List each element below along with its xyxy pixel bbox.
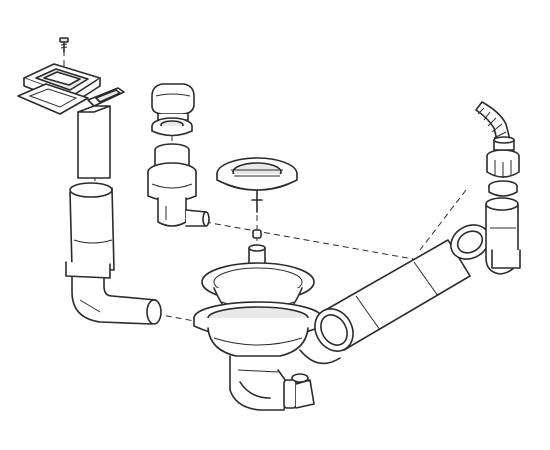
compression-nut [486,149,520,197]
strainer-plug [216,157,298,191]
waste-tee [450,197,521,275]
overflow-seal [17,83,125,115]
overflow-tube-upper [77,105,111,179]
overflow-tube-lower [69,182,115,271]
remote-control-knob [151,83,195,121]
overflow-elbow [65,261,162,325]
flexible-hose [475,101,515,151]
plug-stem [248,189,266,275]
fixing-screw [59,37,69,53]
basin-strainer [193,262,323,357]
trap-body [229,355,315,411]
outlet-pipe [299,239,471,365]
knob-washer [151,117,193,137]
control-housing [147,143,210,227]
